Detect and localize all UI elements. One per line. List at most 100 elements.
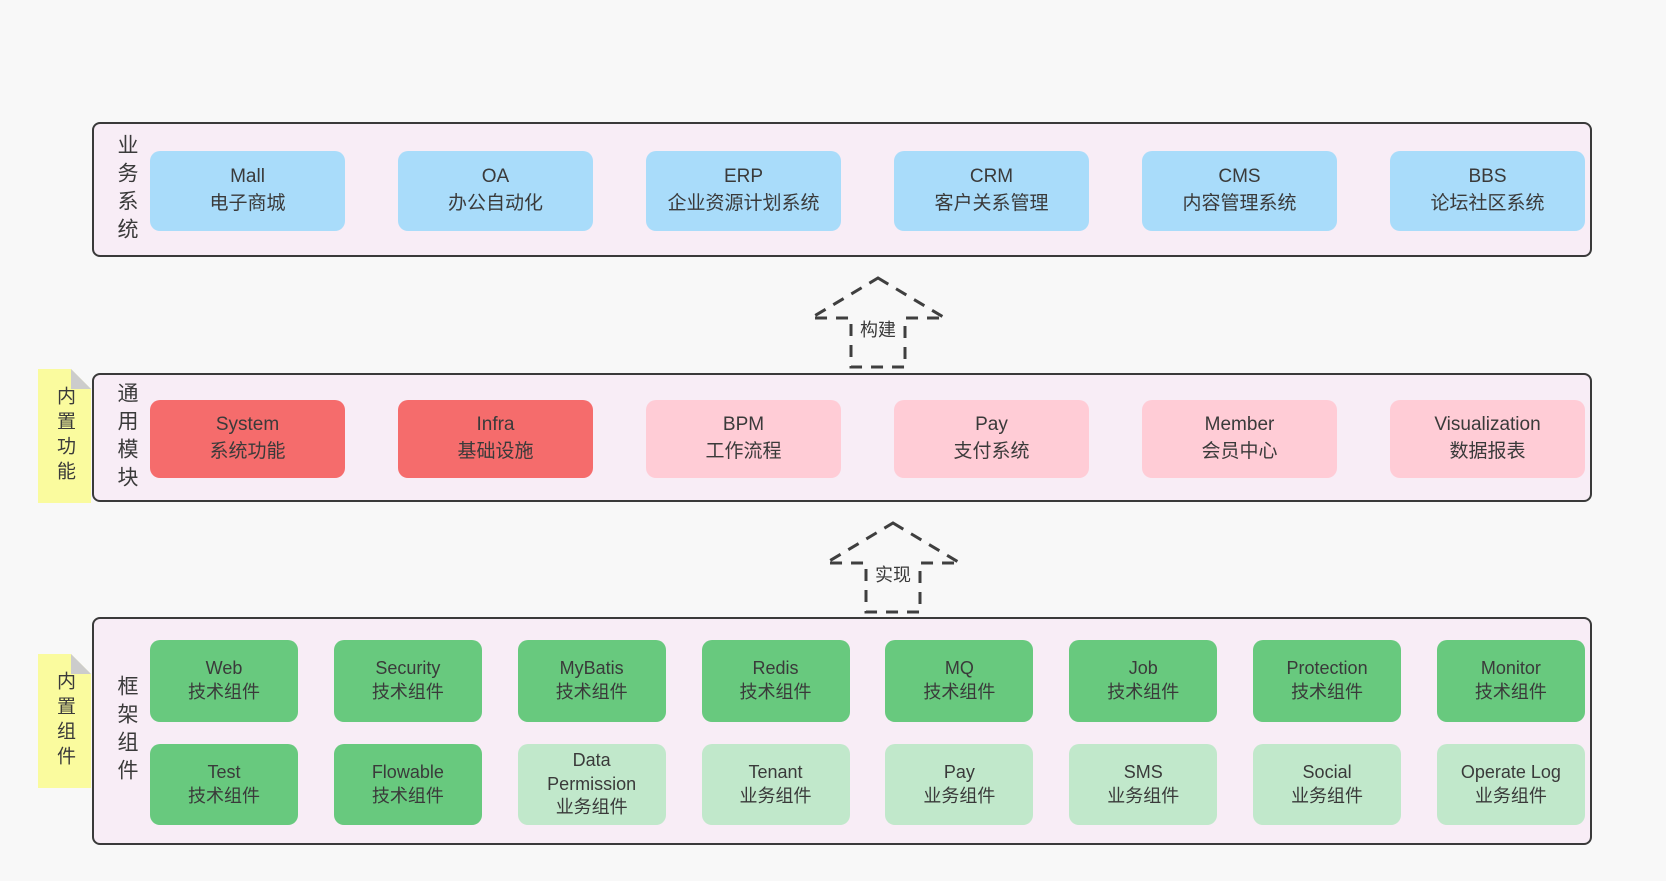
box-bbs-desc: 论坛社区系统 (1430, 193, 1545, 214)
box-security-desc: 技术组件 (371, 682, 444, 702)
box-oa: OA 办公自动化 (398, 151, 593, 231)
sticky-note-builtin-components-text: 内置组件 (54, 671, 75, 771)
business-box-row: Mall 电子商城 OA 办公自动化 ERP 企业资源计划系统 CRM 客户关系… (150, 151, 1585, 231)
sticky-note-builtin-components: 内置组件 (38, 654, 91, 788)
box-data-permission-desc: 业务组件 (555, 797, 628, 818)
box-crm-name: CRM (969, 166, 1014, 188)
box-mybatis-desc: 技术组件 (555, 682, 628, 702)
panel-business-systems: 业务系统 Mall 电子商城 OA 办公自动化 ERP 企业资源计划系统 CRM… (92, 122, 1592, 257)
box-data-permission: Data Permission 业务组件 (517, 744, 666, 825)
box-infra-name: Infra (476, 414, 515, 436)
box-mall-desc: 电子商城 (209, 193, 286, 214)
box-visualization-name: Visualization (1434, 414, 1541, 436)
box-operate-log: Operate Log 业务组件 (1436, 744, 1585, 825)
box-operate-log-name: Operate Log (1460, 761, 1561, 782)
box-visualization-desc: 数据报表 (1449, 441, 1526, 462)
box-tenant-name: Tenant (748, 761, 803, 782)
box-cms-desc: 内容管理系统 (1182, 193, 1297, 214)
box-cms: CMS 内容管理系统 (1142, 151, 1337, 231)
box-pay-desc: 支付系统 (953, 441, 1030, 462)
box-member: Member 会员中心 (1142, 400, 1337, 478)
box-cms-name: CMS (1218, 166, 1261, 188)
box-social: Social 业务组件 (1253, 744, 1402, 825)
box-member-name: Member (1204, 414, 1275, 436)
box-member-desc: 会员中心 (1201, 441, 1278, 462)
box-test: Test 技术组件 (150, 744, 298, 825)
panel-modules-label: 通用模块 (115, 381, 138, 494)
box-oa-desc: 办公自动化 (447, 193, 543, 214)
arrow-build-label: 构建 (856, 315, 900, 343)
box-system: System 系统功能 (150, 400, 345, 478)
folded-corner-icon (71, 369, 91, 389)
box-flowable-desc: 技术组件 (371, 785, 444, 806)
up-arrow-icon (823, 521, 963, 614)
box-job-desc: 技术组件 (1107, 682, 1180, 702)
box-infra-desc: 基础设施 (457, 441, 534, 462)
sticky-note-builtin-features-text: 内置功能 (54, 386, 75, 486)
box-bbs: BBS 论坛社区系统 (1390, 151, 1585, 231)
box-web-desc: 技术组件 (188, 682, 260, 702)
box-mybatis: MyBatis 技术组件 (517, 640, 666, 722)
box-social-desc: 业务组件 (1291, 785, 1364, 806)
box-erp: ERP 企业资源计划系统 (646, 151, 841, 231)
box-protection-name: Protection (1286, 658, 1368, 679)
box-bpm-name: BPM (722, 414, 765, 436)
box-mybatis-name: MyBatis (559, 658, 624, 679)
box-test-name: Test (207, 761, 241, 782)
box-redis-name: Redis (752, 658, 799, 679)
box-visualization: Visualization 数据报表 (1390, 400, 1585, 478)
box-flowable-name: Flowable (371, 761, 444, 782)
box-web: Web 技术组件 (150, 640, 298, 722)
box-pay-biz: Pay 业务组件 (885, 744, 1034, 825)
box-pay-biz-desc: 业务组件 (923, 785, 996, 806)
box-system-desc: 系统功能 (209, 441, 286, 462)
box-protection-desc: 技术组件 (1291, 682, 1364, 702)
box-job-name: Job (1128, 658, 1158, 679)
up-arrow-icon (808, 276, 948, 369)
box-web-name: Web (205, 658, 243, 679)
box-system-name: System (215, 414, 280, 436)
box-redis-desc: 技术组件 (739, 682, 812, 702)
box-mq: MQ 技术组件 (885, 640, 1034, 722)
box-tenant-desc: 业务组件 (739, 785, 812, 806)
modules-box-row: System 系统功能 Infra 基础设施 BPM 工作流程 Pay 支付系统… (150, 400, 1585, 478)
box-sms-desc: 业务组件 (1107, 785, 1180, 806)
box-erp-name: ERP (723, 166, 764, 188)
arrow-implement: 实现 (823, 520, 963, 615)
box-pay: Pay 支付系统 (894, 400, 1089, 478)
arrow-implement-label: 实现 (871, 560, 915, 588)
components-box-row-2: Test 技术组件 Flowable 技术组件 Data Permission … (150, 744, 1585, 825)
box-operate-log-desc: 业务组件 (1474, 785, 1547, 806)
box-monitor-desc: 技术组件 (1474, 682, 1547, 702)
box-mall-name: Mall (230, 166, 265, 188)
box-security: Security 技术组件 (333, 640, 482, 722)
box-oa-name: OA (481, 166, 510, 188)
arrow-build: 构建 (808, 275, 948, 370)
box-monitor-name: Monitor (1480, 658, 1541, 679)
box-mq-desc: 技术组件 (923, 682, 996, 702)
box-protection: Protection 技术组件 (1253, 640, 1402, 722)
box-crm: CRM 客户关系管理 (894, 151, 1089, 231)
box-bbs-name: BBS (1468, 166, 1507, 188)
box-social-name: Social (1302, 761, 1352, 782)
box-tenant: Tenant 业务组件 (701, 744, 850, 825)
box-job: Job 技术组件 (1069, 640, 1218, 722)
panel-components-label: 框架组件 (115, 675, 138, 787)
box-pay-name: Pay (975, 414, 1008, 436)
box-pay-biz-name: Pay (943, 761, 975, 782)
box-test-desc: 技术组件 (188, 785, 260, 806)
panel-common-modules: 通用模块 System 系统功能 Infra 基础设施 BPM 工作流程 Pay… (92, 373, 1592, 502)
box-sms: SMS 业务组件 (1069, 744, 1218, 825)
box-flowable: Flowable 技术组件 (333, 744, 482, 825)
box-crm-desc: 客户关系管理 (934, 193, 1049, 214)
box-erp-desc: 企业资源计划系统 (667, 193, 820, 214)
box-mq-name: MQ (944, 658, 974, 679)
box-security-name: Security (375, 658, 441, 679)
box-sms-name: SMS (1123, 761, 1163, 782)
folded-corner-icon (71, 654, 91, 674)
box-bpm: BPM 工作流程 (646, 400, 841, 478)
panel-framework-components: 框架组件 Web 技术组件 Security 技术组件 MyBatis 技术组件… (92, 617, 1592, 845)
box-mall: Mall 电子商城 (150, 151, 345, 231)
sticky-note-builtin-features: 内置功能 (38, 369, 91, 503)
